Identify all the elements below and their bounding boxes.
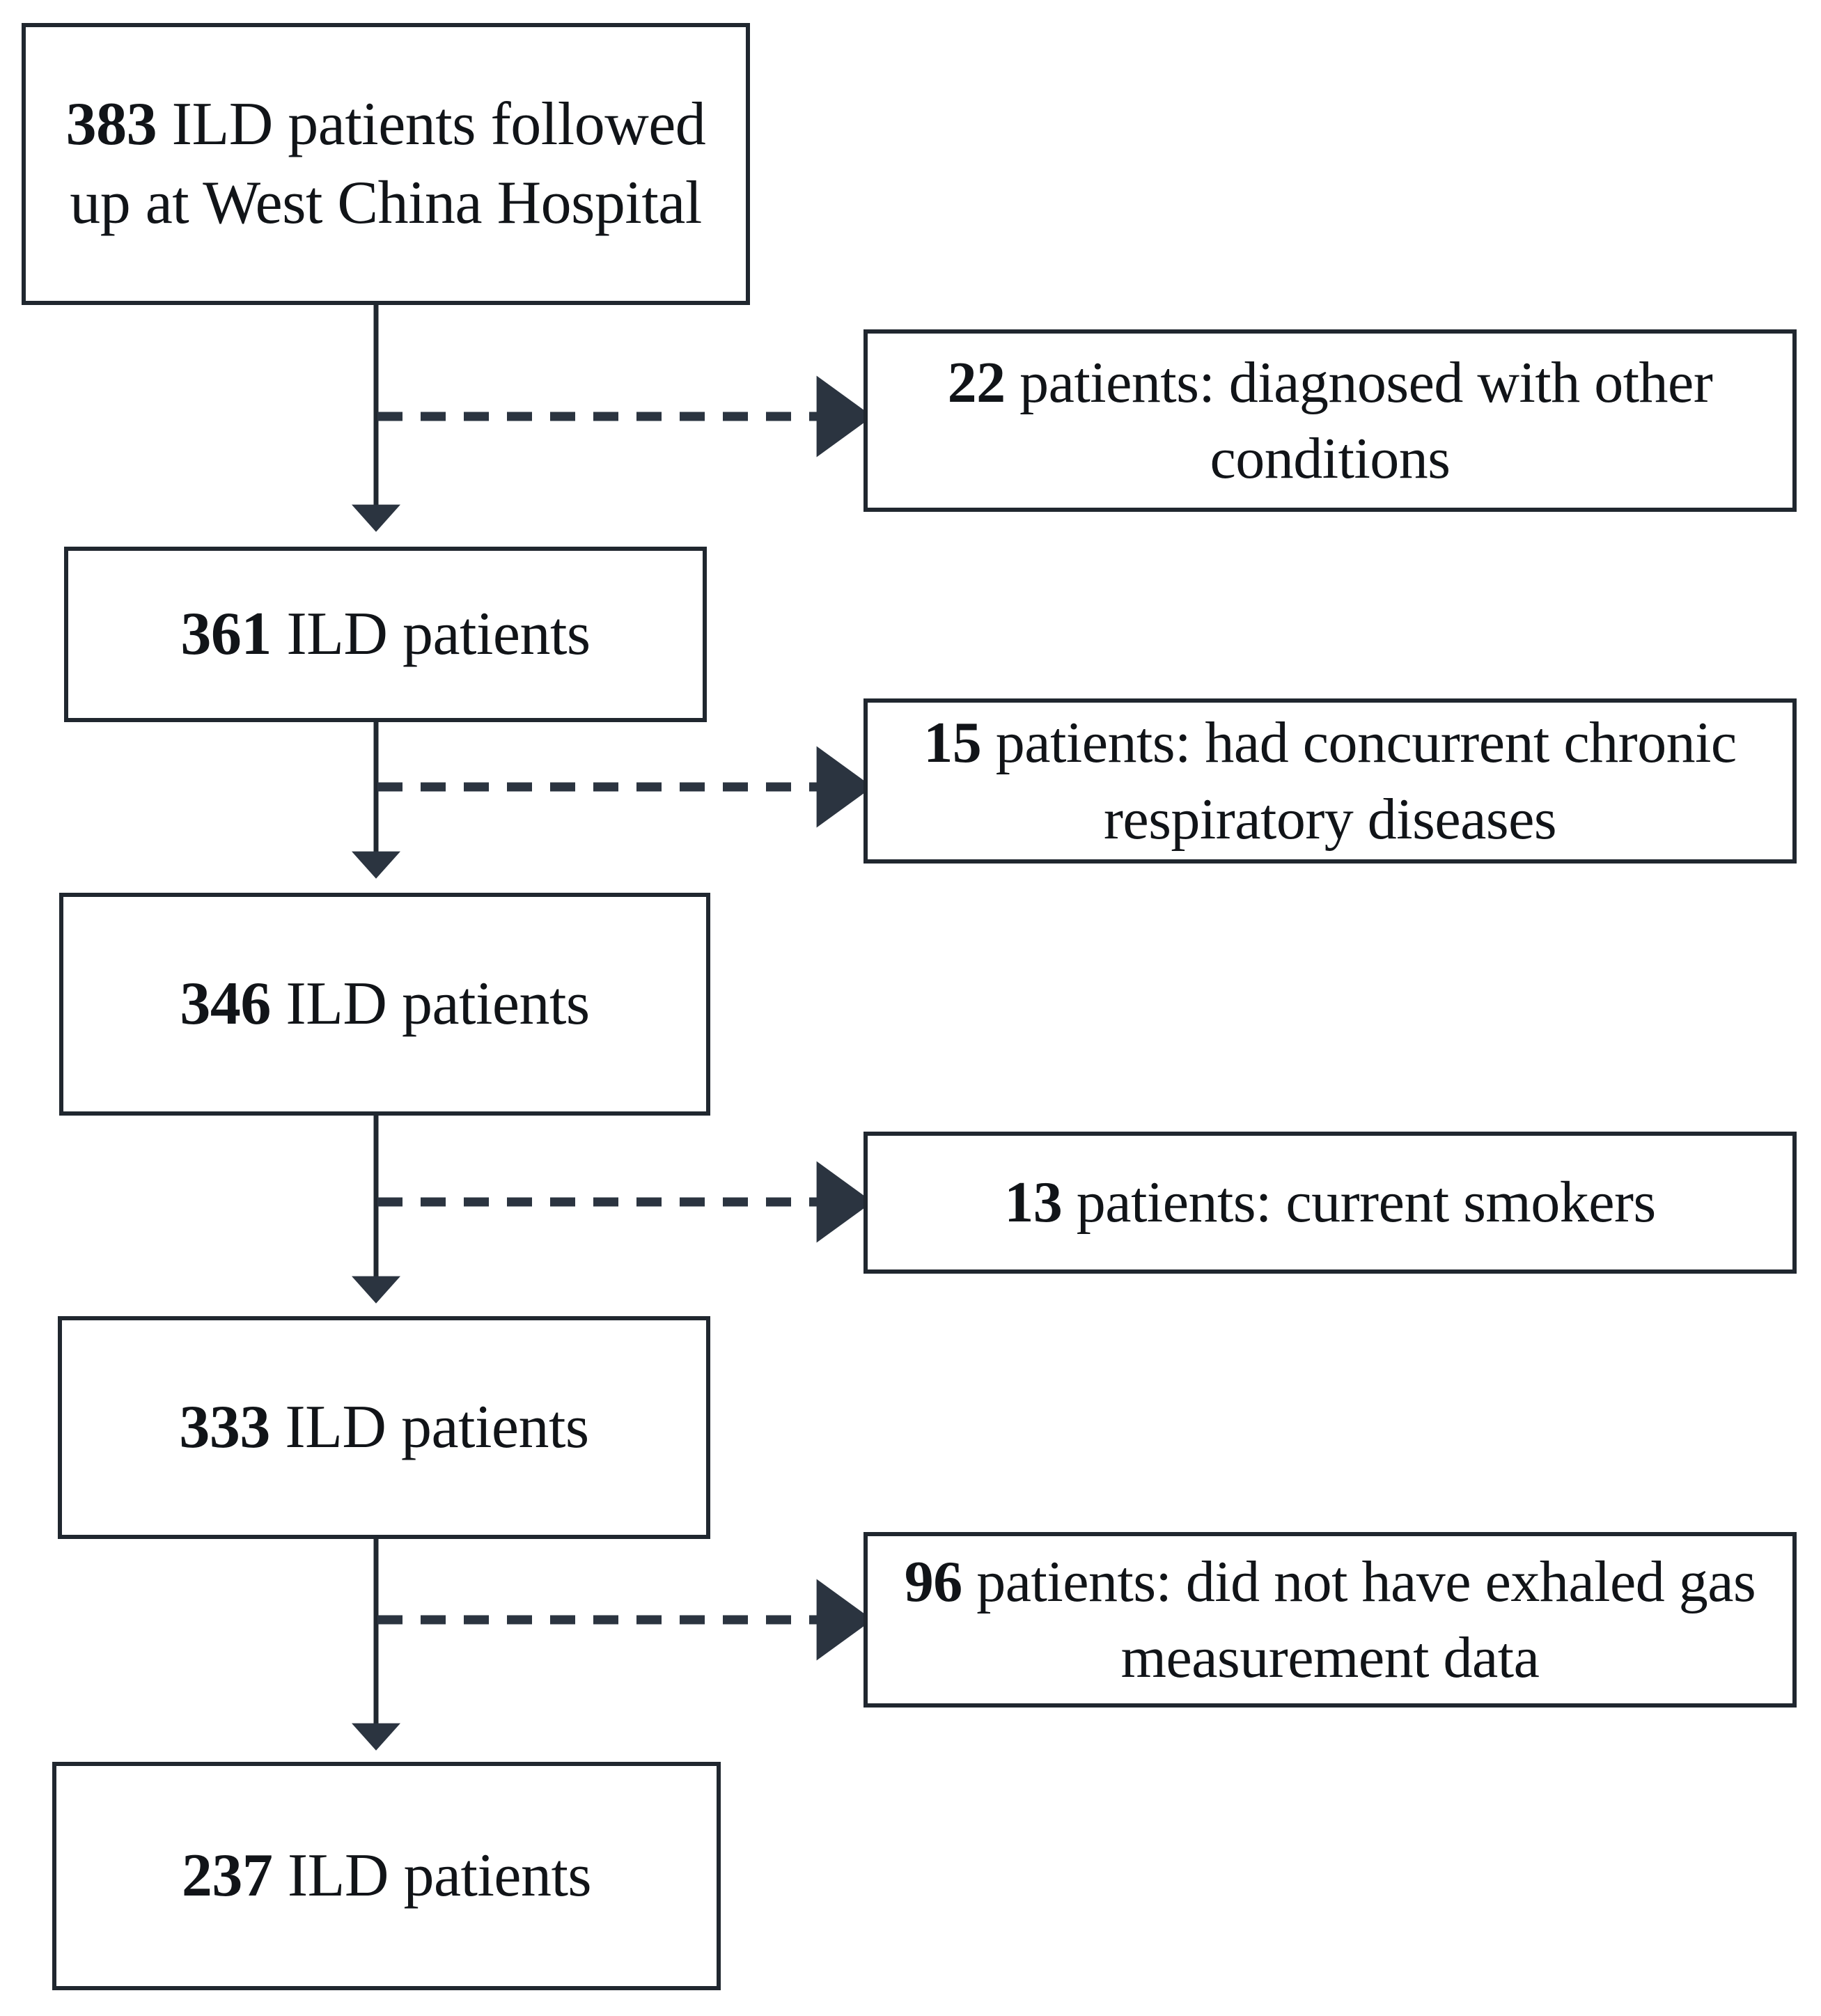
exclusion-count-96: 96 — [904, 1549, 963, 1614]
node-suffix-383: ILD patients followed up at West China H… — [70, 90, 706, 237]
exclusion-label-13: 13 patients: current smokers — [868, 1164, 1792, 1240]
exclusion-suffix-13: patients: current smokers — [1062, 1170, 1656, 1235]
node-label-237: 237 ILD patients — [56, 1837, 717, 1916]
exclusion-count-13: 13 — [1004, 1170, 1063, 1235]
node-label-361: 361 ILD patients — [68, 595, 703, 674]
exclusion-box-96-no-exhaled-gas-data: 96 patients: did not have exhaled gas me… — [863, 1532, 1797, 1708]
node-box-383-ild-patients: 383 ILD patients followed up at West Chi… — [22, 23, 750, 305]
node-box-333-ild-patients: 333 ILD patients — [58, 1316, 710, 1539]
node-count-361: 361 — [180, 600, 272, 668]
exclusion-box-13-current-smokers: 13 patients: current smokers — [863, 1132, 1797, 1274]
node-count-237: 237 — [181, 1841, 273, 1909]
exclusion-suffix-15: patients: had concurrent chronic respira… — [981, 710, 1737, 852]
node-label-346: 346 ILD patients — [63, 965, 706, 1044]
exclusion-count-22: 22 — [947, 350, 1006, 415]
node-count-346: 346 — [180, 969, 271, 1038]
exclusion-count-15: 15 — [923, 710, 982, 776]
node-label-333: 333 ILD patients — [62, 1389, 706, 1467]
node-suffix-346: ILD patients — [270, 969, 590, 1038]
exclusion-label-22: 22 patients: diagnosed with other condit… — [868, 345, 1792, 497]
exclusion-label-96: 96 patients: did not have exhaled gas me… — [868, 1544, 1792, 1696]
exclusion-suffix-22: patients: diagnosed with other condition… — [1005, 350, 1713, 491]
exclusion-box-15-chronic-respiratory: 15 patients: had concurrent chronic resp… — [863, 698, 1797, 864]
node-suffix-361: ILD patients — [271, 600, 591, 668]
node-box-361-ild-patients: 361 ILD patients — [64, 547, 707, 722]
node-suffix-333: ILD patients — [269, 1393, 589, 1461]
node-suffix-237: ILD patients — [272, 1841, 592, 1909]
node-count-333: 333 — [179, 1393, 270, 1461]
exclusion-suffix-96: patients: did not have exhaled gas measu… — [962, 1549, 1756, 1690]
node-box-237-ild-patients: 237 ILD patients — [52, 1762, 721, 1990]
exclusion-label-15: 15 patients: had concurrent chronic resp… — [868, 705, 1792, 857]
exclusion-box-22-other-conditions: 22 patients: diagnosed with other condit… — [863, 329, 1797, 512]
node-label-383: 383 ILD patients followed up at West Chi… — [26, 86, 746, 242]
node-box-346-ild-patients: 346 ILD patients — [59, 893, 710, 1116]
node-count-383: 383 — [65, 90, 157, 158]
